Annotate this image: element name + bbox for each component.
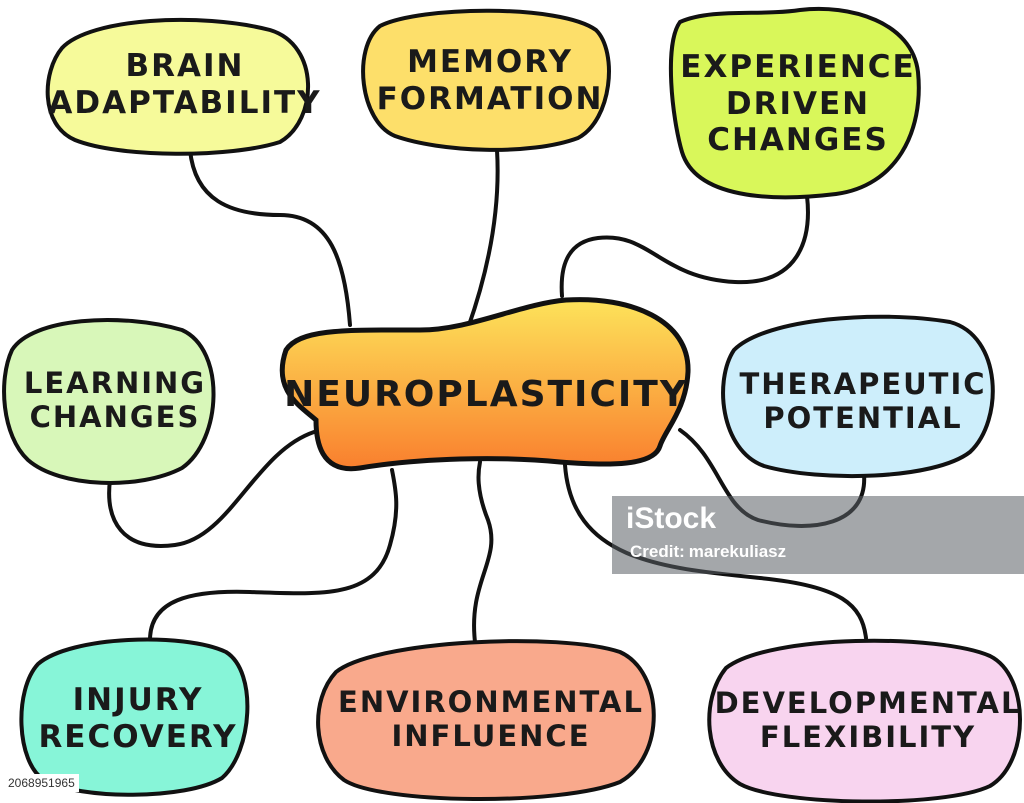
node-label-therapeutic-potential: THERAPEUTIC POTENTIAL [728, 342, 998, 460]
node-label-line: INJURY [72, 682, 204, 719]
center-node-bubble [279, 297, 691, 472]
connector-developmental-flexibility [563, 463, 868, 640]
node-label-line: DRIVEN [725, 85, 871, 122]
stock-id-label: 2068951965 [4, 774, 79, 792]
outer-nodes [2, 6, 1022, 803]
node-label-line: INFLUENCE [391, 719, 591, 753]
connector-injury-recovery [148, 468, 399, 642]
node-label-line: ENVIRONMENTAL [338, 684, 644, 719]
node-label-line: FORMATION [376, 81, 604, 117]
node-label-line: LEARNING [23, 365, 207, 400]
node-label-line: CHANGES [707, 122, 889, 159]
node-bubble-brain-adaptability [45, 17, 310, 156]
node-label-learning-changes: LEARNING CHANGES [10, 340, 220, 460]
node-label-memory-formation: MEMORY FORMATION [370, 26, 610, 136]
connector-environmental-influence [472, 460, 494, 644]
node-label-line: THERAPEUTIC [739, 366, 987, 401]
node-label-brain-adaptability: BRAIN ADAPTABILITY [48, 30, 319, 140]
node-label-line: POTENTIAL [763, 401, 963, 435]
node-bubble-environmental-influence [316, 639, 656, 802]
node-label-developmental-flexibility: DEVELOPMENTAL FLEXIBILITY [714, 660, 1022, 780]
node-label-line: BRAIN [125, 48, 245, 85]
watermark-credit-label: Credit: [630, 542, 685, 561]
node-label-experience-driven-changes: EXPERIENCE DRIVEN CHANGES [676, 24, 920, 184]
node-label-line: EXPERIENCE [680, 49, 916, 86]
watermark-credit-name: marekuliasz [688, 542, 787, 561]
node-label-line: ADAPTABILITY [48, 85, 322, 121]
node-bubble-injury-recovery [19, 637, 250, 797]
center-node-label-line: NEUROPLASTICITY [284, 373, 688, 415]
center-node-label: NEUROPLASTICITY [284, 340, 686, 450]
connector-memory-formation [466, 148, 500, 330]
node-bubble-learning-changes [2, 317, 216, 485]
node-bubble-experience-driven-changes [668, 6, 921, 200]
watermark-brand: iStock [626, 502, 717, 535]
node-label-environmental-influence: ENVIRONMENTAL INFLUENCE [326, 660, 656, 778]
node-label-injury-recovery: INJURY RECOVERY [28, 660, 248, 778]
node-bubble-therapeutic-potential [721, 314, 995, 479]
connector-brain-adaptability [188, 148, 352, 327]
node-label-line: FLEXIBILITY [759, 720, 977, 754]
connector-learning-changes [107, 430, 316, 548]
node-label-line: CHANGES [29, 400, 201, 434]
node-label-line: MEMORY [407, 44, 573, 81]
node-label-line: RECOVERY [38, 719, 238, 755]
node-bubble-developmental-flexibility [707, 638, 1022, 803]
node-label-line: DEVELOPMENTAL [714, 685, 1022, 720]
connector-experience-driven-changes [559, 194, 810, 298]
node-bubble-memory-formation [361, 8, 611, 152]
watermark-credit: Credit:marekuliasz [630, 542, 786, 562]
watermark-banner: iStock Credit:marekuliasz [612, 496, 1024, 574]
